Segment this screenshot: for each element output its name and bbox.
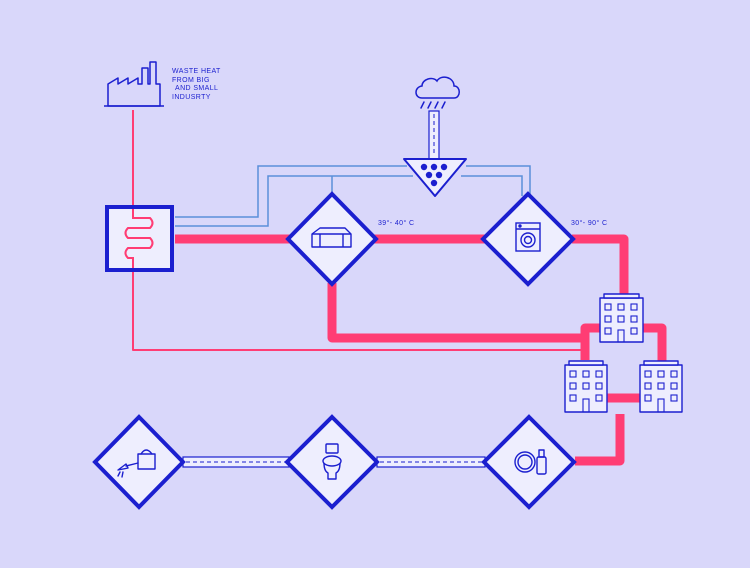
node-toilet [284,414,380,510]
node-shower [285,191,379,287]
waste-heat-line-3: AND SMALL [175,85,219,92]
temperature-label-washing: 30°- 90° C [571,220,608,227]
factory-icon [104,61,164,107]
rainwater-pipes [175,165,531,227]
waste-heat-line-1: WASTE HEAT [172,68,221,75]
heat-pipes [132,110,667,466]
rain-cloud-icon [415,76,460,109]
toilet-icon [322,443,342,480]
waste-heat-line-2: FROM BIG [172,76,210,84]
waste-heat-line-4: INDUSRTY [172,93,211,101]
heat-exchanger-icon [105,205,174,272]
apartment-building-icon [564,293,683,413]
waste-heat-label: WASTE HEAT FROM BIG AND SMALL INDUSRTY [172,68,221,102]
node-dishes [481,414,577,510]
node-watering [92,414,186,510]
node-washing-machine [480,191,576,287]
watering-can-icon [117,449,156,478]
temperature-label-shower: 39°- 40° C [378,220,415,227]
washing-machine-icon [515,222,541,252]
dishes-icon [514,449,547,475]
rain-downpipe [428,110,440,160]
bathtub-icon [311,227,352,248]
building-windows [569,303,678,413]
water-collector-icon [403,158,467,197]
